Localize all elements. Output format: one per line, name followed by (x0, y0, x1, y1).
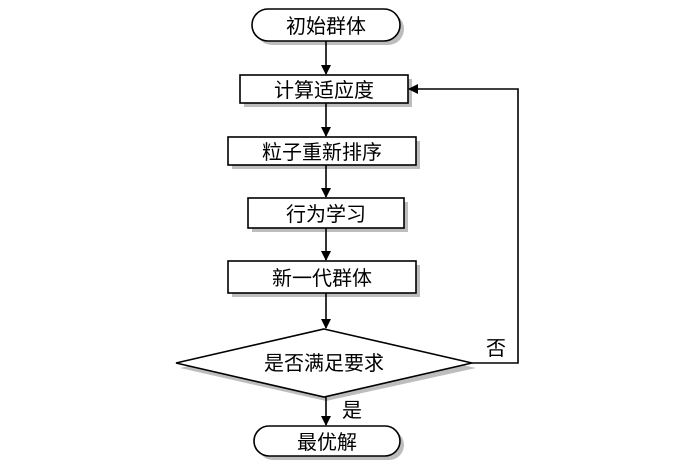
edge-label-yes: 是 (342, 398, 362, 422)
edge-label-no: 否 (486, 336, 506, 360)
learn-node-label: 行为学习 (286, 202, 366, 226)
sort-node-label: 粒子重新排序 (262, 140, 382, 164)
end-node: 最优解 (253, 425, 404, 460)
start-node: 初始群体 (251, 8, 404, 45)
learn-node: 行为学习 (247, 197, 408, 232)
arrow-decision-loop-back (408, 84, 519, 364)
start-node-label: 初始群体 (286, 14, 366, 38)
new-gen-node-label: 新一代群体 (272, 266, 372, 290)
sort-node: 粒子重新排序 (227, 136, 420, 169)
decision-node: 是否满足要求 (175, 328, 476, 401)
fitness-node: 计算适应度 (239, 74, 412, 107)
end-node-label: 最优解 (297, 430, 357, 454)
new-gen-node: 新一代群体 (227, 260, 420, 297)
decision-node-label: 是否满足要求 (264, 351, 384, 375)
fitness-node-label: 计算适应度 (274, 78, 374, 102)
